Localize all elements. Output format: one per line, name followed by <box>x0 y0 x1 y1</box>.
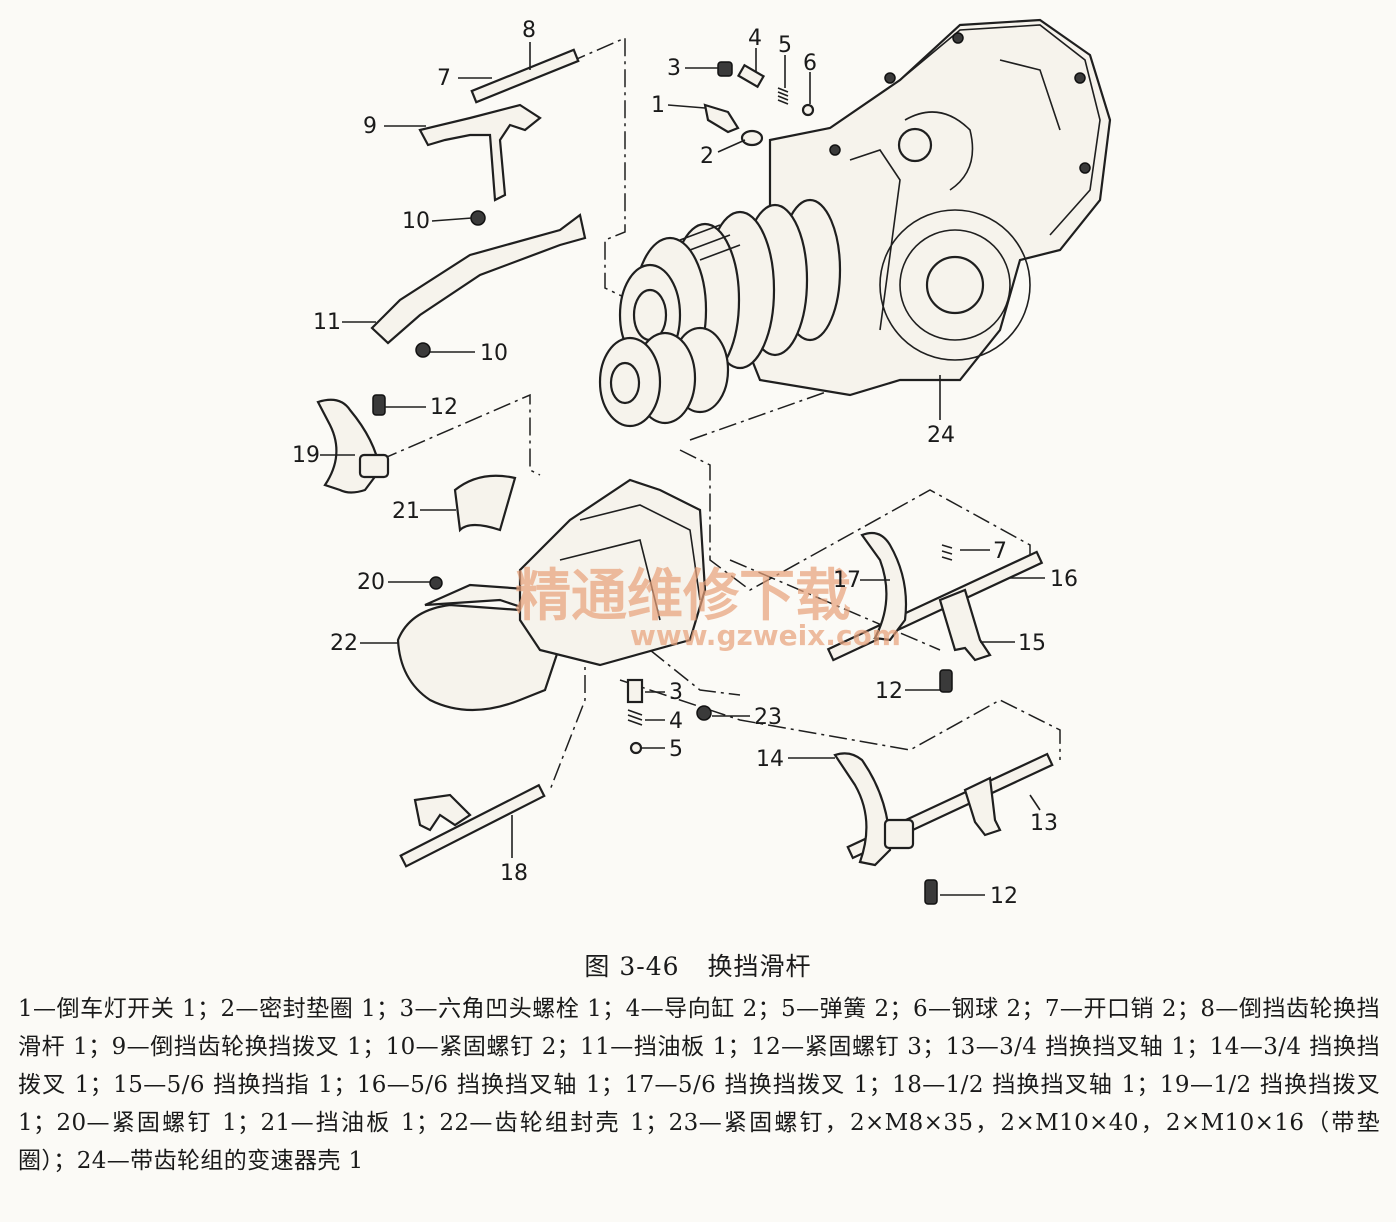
callout-label: 10 <box>402 209 430 234</box>
callout-label: 12 <box>430 395 458 420</box>
callout-label: 12 <box>875 679 903 704</box>
gear-stack <box>598 198 842 428</box>
callout-label: 14 <box>756 747 784 772</box>
callout-label: 20 <box>357 570 385 595</box>
reverse-shift-rod <box>418 48 580 202</box>
callout-label: 19 <box>292 443 320 468</box>
callout-label: 7 <box>993 539 1007 564</box>
watermark-url: www.gzweix.com <box>630 619 901 652</box>
callout-label: 12 <box>990 884 1018 909</box>
callout-label: 18 <box>500 861 528 886</box>
callout-label: 11 <box>313 310 341 335</box>
callout-label: 3 <box>669 680 683 705</box>
callout-label: 15 <box>1018 631 1046 656</box>
callout-label: 13 <box>1030 811 1058 836</box>
callout-label: 23 <box>754 705 782 730</box>
shift-shaft-1-2 <box>399 783 546 868</box>
callout-label: 9 <box>363 114 377 139</box>
figure-caption: 图 3-46 换挡滑杆 <box>0 947 1396 983</box>
detent-parts-lower <box>626 678 712 755</box>
callout-label: 4 <box>748 26 762 51</box>
watermark: 精通维修下载 www.gzweix.com <box>515 564 901 652</box>
callout-label: 4 <box>669 709 683 734</box>
leader-lines <box>320 42 1045 896</box>
callout-labels: 8 7 9 3 4 5 6 1 2 10 10 11 12 19 21 20 2… <box>292 18 1078 909</box>
callout-label: 10 <box>480 341 508 366</box>
shift-shaft-3-4 <box>833 752 1054 905</box>
figure-title: 换挡滑杆 <box>707 952 812 981</box>
callout-label: 16 <box>1050 567 1078 592</box>
callout-label: 8 <box>522 18 536 43</box>
oil-baffle-lower <box>453 474 517 533</box>
callout-label: 21 <box>392 499 420 524</box>
callout-label: 3 <box>667 56 681 81</box>
callout-label: 1 <box>651 93 665 118</box>
gear-cluster-housing <box>396 478 707 712</box>
figure-number: 图 3-46 <box>584 952 680 981</box>
shift-fork-1-2 <box>316 394 390 494</box>
callout-label: 17 <box>833 568 861 593</box>
exploded-view-diagram: 精通维修下载 www.gzweix.com 8 7 9 3 4 5 6 1 2 … <box>292 18 1112 909</box>
callout-label: 7 <box>437 66 451 91</box>
reverse-light-switch-parts <box>703 61 815 147</box>
shift-shaft-5-6 <box>826 531 1044 693</box>
callout-label: 24 <box>927 423 955 448</box>
callout-label: 2 <box>700 144 714 169</box>
callout-label: 22 <box>330 631 358 656</box>
watermark-text: 精通维修下载 <box>515 564 851 629</box>
callout-label: 5 <box>669 737 683 762</box>
callout-label: 6 <box>803 51 817 76</box>
oil-baffle-upper <box>370 210 587 358</box>
parts-legend: 1—倒车灯开关 1；2—密封垫圈 1；3—六角凹头螺栓 1；4—导向缸 2；5—… <box>18 996 1380 1174</box>
callout-label: 5 <box>778 33 792 58</box>
